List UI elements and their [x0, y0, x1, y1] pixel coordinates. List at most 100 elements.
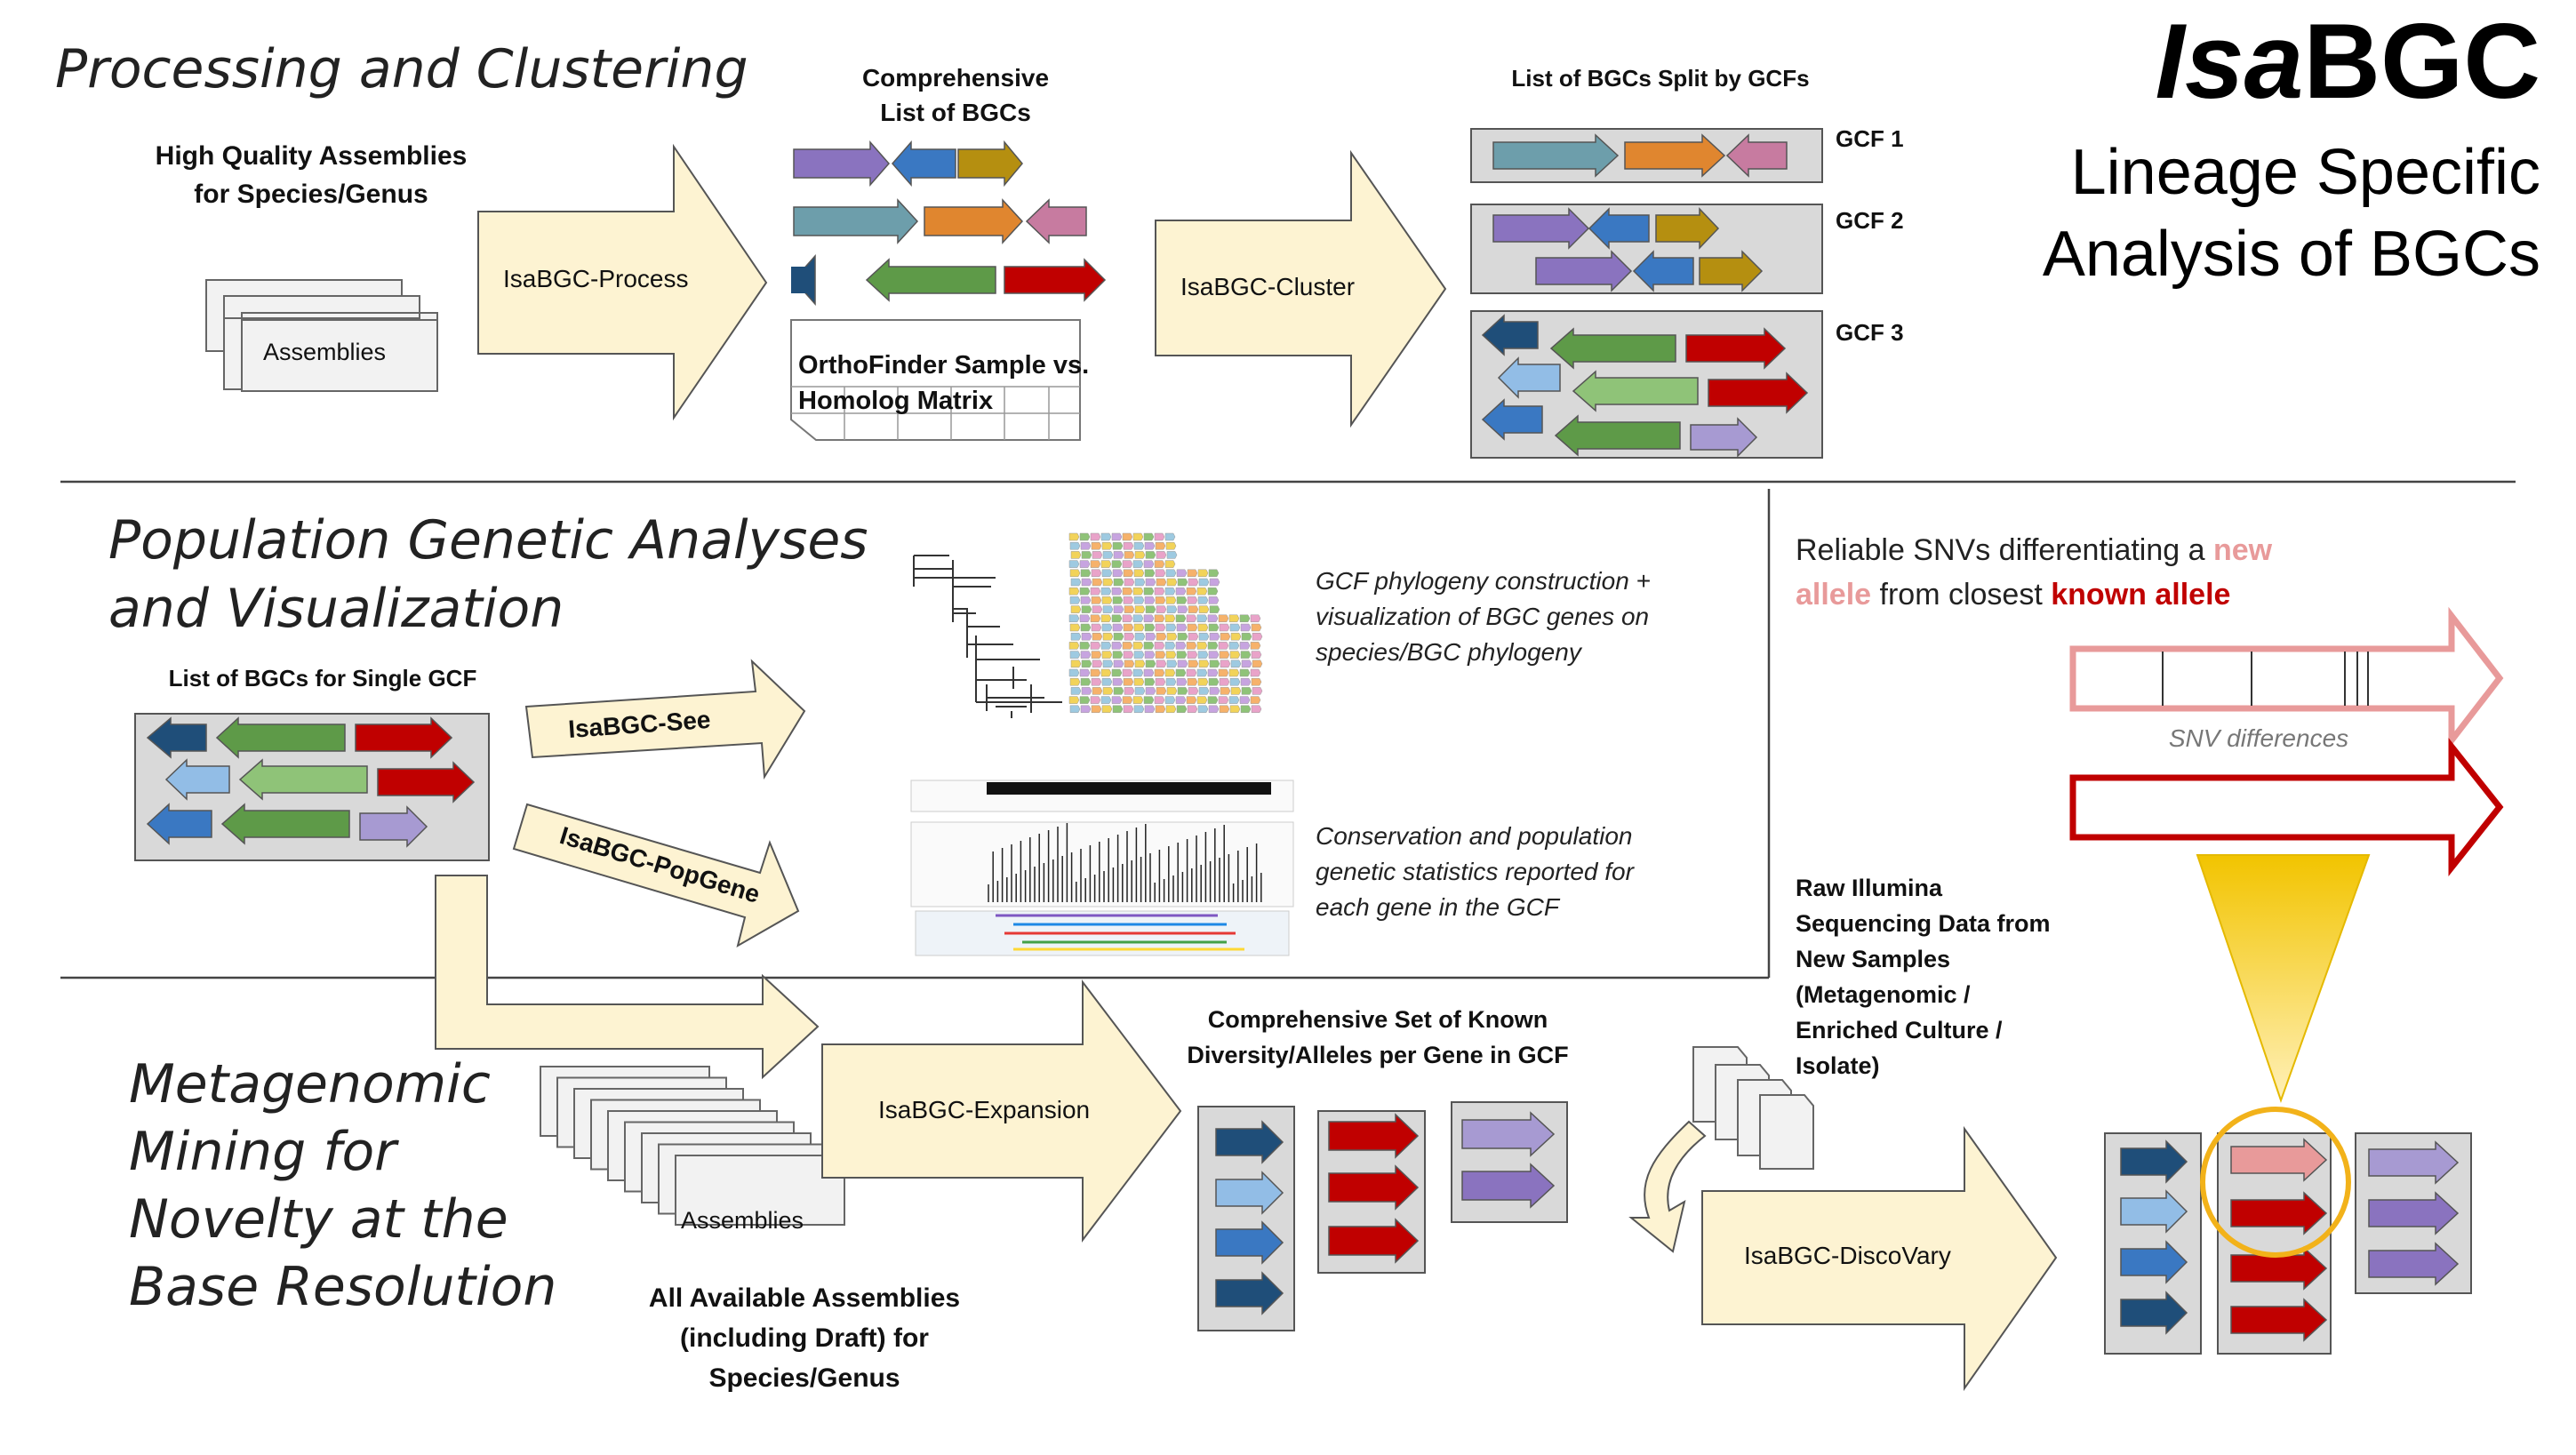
gene-grid-cell: [1164, 532, 1176, 541]
phylogeny-desc-1: GCF phylogeny construction +: [1316, 567, 1651, 595]
gene-grid-cell: [1250, 614, 1261, 623]
gene-grid-cell: [1112, 596, 1124, 604]
gene-grid-cell: [1143, 587, 1155, 596]
gene-grid-cell: [1070, 660, 1082, 668]
popgene-desc-3: each gene in the GCF: [1316, 893, 1561, 921]
gene-grid-cell: [1229, 705, 1241, 714]
gene-arrow: [1025, 198, 1087, 244]
gene-grid-cell: [1164, 696, 1176, 704]
gene-grid-cell: [1197, 569, 1209, 578]
gene-grid-cell: [1177, 605, 1188, 613]
gene-grid-cell: [1092, 660, 1103, 668]
gene-grid-cell: [1132, 532, 1144, 541]
gene-grid-cell: [1166, 687, 1178, 695]
gene-grid-cell: [1111, 668, 1123, 677]
gene-grid-cell: [1113, 605, 1124, 613]
gene-arrow: [2120, 1240, 2188, 1284]
gene-grid-cell: [1166, 578, 1178, 587]
app-title: IsaBGC: [2156, 2, 2541, 121]
new-allele-arrow: [2069, 606, 2504, 750]
gene-grid-cell: [1092, 632, 1103, 641]
gene-arrow: [1492, 207, 1590, 250]
gene-grid-cell: [1122, 614, 1133, 623]
phylogeny-thumbnail: [913, 555, 1062, 718]
gene-grid-cell: [1155, 569, 1166, 578]
gene-grid-cell: [1069, 705, 1081, 714]
gene-grid-cell: [1198, 632, 1210, 641]
gene-arrow: [1708, 372, 1809, 414]
gene-grid-cell: [1070, 551, 1082, 559]
gene-arrow: [377, 761, 476, 803]
gene-grid-cell: [1133, 541, 1145, 550]
gene-grid-cell: [1197, 651, 1209, 659]
gene-grid-cell: [1112, 623, 1124, 632]
gene-arrow: [355, 716, 453, 759]
gene-arrow: [1492, 133, 1620, 178]
hq-assemblies-line-1: High Quality Assemblies: [156, 141, 468, 171]
isabgc-see-arrow: [524, 659, 806, 780]
new-allele-highlight-circle: [2200, 1107, 2351, 1258]
raw-illumina-line-5: Enriched Culture /: [1796, 1017, 2003, 1043]
gene-arrow: [1699, 250, 1764, 292]
gene-grid-cell: [1079, 614, 1091, 623]
gene-grid-cell: [1196, 668, 1208, 677]
gene-grid-cell: [1186, 696, 1197, 704]
gene-grid-cell: [1156, 551, 1167, 559]
gene-grid-cell: [1156, 632, 1167, 641]
snv-title-known-allele: known allele: [2051, 578, 2230, 612]
gene-grid-cell: [1144, 596, 1156, 604]
gcf1-box: [1470, 128, 1823, 183]
isabgc-expansion-arrow: [821, 979, 1182, 1243]
gene-grid-cell: [1101, 677, 1113, 686]
gene-grid-cell: [1188, 660, 1199, 668]
known-diversity-line-1: Comprehensive Set of Known: [1208, 1006, 1548, 1033]
gene-grid-cell: [1155, 596, 1166, 604]
gene-grid-cell: [1176, 677, 1188, 686]
gene-grid-cell: [1102, 605, 1114, 613]
gene-grid-cell: [1177, 660, 1188, 668]
gene-grid-cell: [1143, 532, 1155, 541]
gene-grid-cell: [1165, 623, 1177, 632]
popgene-stat-bars: [988, 823, 1262, 902]
gene-grid-cell: [1145, 551, 1156, 559]
gene-grid-cell: [1251, 677, 1262, 686]
gene-grid-cell: [1228, 614, 1240, 623]
gene-grid-cell: [1186, 587, 1197, 596]
gene-grid-cell: [1207, 614, 1219, 623]
gene-grid-cell: [1240, 623, 1252, 632]
gene-grid-cell: [1113, 687, 1124, 695]
gene-grid-cell: [1101, 541, 1113, 550]
gene-grid-cell: [1230, 687, 1242, 695]
gene-grid-cell: [1240, 677, 1252, 686]
gene-grid-cell: [1101, 623, 1113, 632]
gene-grid-cell: [1124, 551, 1135, 559]
gene-grid-cell: [1091, 705, 1102, 714]
gene-arrow: [924, 198, 1024, 244]
gene-arrow: [1497, 356, 1561, 399]
gene-grid-cell: [1122, 642, 1133, 650]
gene-grid-cell: [1123, 569, 1134, 578]
comprehensive-bgcs-line-2: List of BGCs: [880, 99, 1031, 126]
gene-grid-cell: [1134, 632, 1146, 641]
gene-grid-cell: [1187, 651, 1198, 659]
gene-grid-cell: [1068, 642, 1080, 650]
gene-grid-cell: [1111, 696, 1123, 704]
gene-grid-cell: [1208, 596, 1220, 604]
gene-grid-cell: [1166, 660, 1178, 668]
gene-grid-cell: [1252, 687, 1263, 695]
gene-grid-cell: [1156, 578, 1167, 587]
gene-grid-cell: [1090, 614, 1101, 623]
gene-grid-cell: [1102, 578, 1114, 587]
gene-grid-cell: [1090, 696, 1101, 704]
gene-grid-cell: [1154, 560, 1165, 568]
comprehensive-bgcs-line-1: Comprehensive: [862, 64, 1049, 92]
gene-grid-cell: [1132, 614, 1144, 623]
gcf2-label: GCF 2: [1836, 207, 1904, 234]
gene-grid-cell: [1176, 705, 1188, 714]
gene-grid-cell: [1176, 596, 1188, 604]
gene-grid-cell: [1079, 587, 1091, 596]
gene-grid-cell: [1132, 696, 1144, 704]
gene-grid-cell: [1218, 668, 1229, 677]
gene-grid-cell: [1196, 614, 1208, 623]
gene-grid-cell: [1090, 532, 1101, 541]
